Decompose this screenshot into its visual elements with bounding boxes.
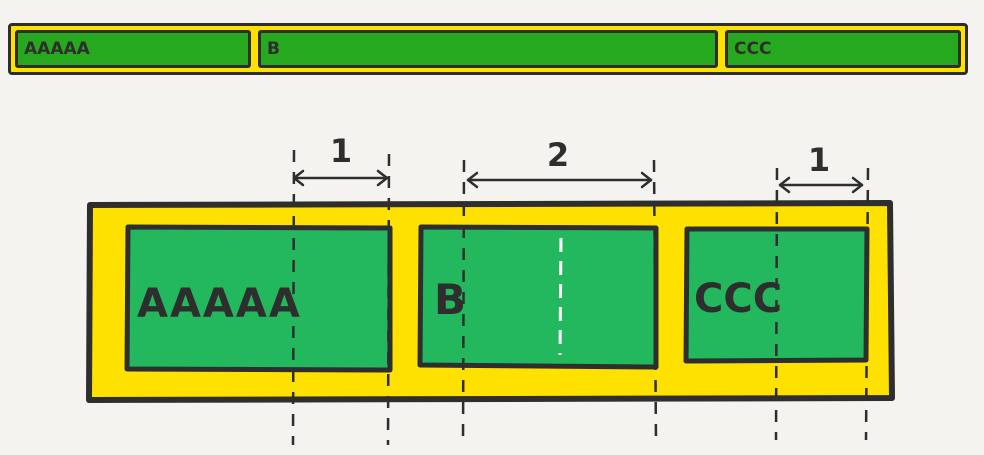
sketch-label-b: B [434, 275, 466, 324]
guide-line [386, 153, 391, 446]
grow-label-c: 1 [808, 141, 830, 179]
guide-line [652, 159, 658, 446]
grow-arrow-a [292, 169, 389, 187]
guide-line [291, 149, 296, 446]
sketch-item-ccc [683, 226, 870, 364]
grow-label-a: 1 [330, 132, 352, 170]
grow-arrow-b [466, 171, 653, 189]
flex-item-b: B [258, 30, 718, 68]
flex-item-label: AAAAA [24, 39, 90, 59]
guide-line [774, 167, 779, 441]
sketch-midline-b [558, 237, 563, 356]
sketch-item-aaaaa [124, 224, 393, 373]
grow-label-b: 2 [547, 136, 569, 174]
sketch-label-aaaaa: AAAAA [137, 281, 302, 327]
flex-item-label: B [267, 39, 280, 59]
guide-line [461, 159, 466, 446]
flex-item-aaaaa: AAAAA [15, 30, 251, 68]
guide-line [864, 167, 870, 441]
flex-container-demo: AAAAA B CCC [8, 23, 968, 75]
flex-item-label: CCC [734, 39, 772, 59]
flex-item-ccc: CCC [725, 30, 961, 68]
sketch-label-ccc: CCC [694, 276, 782, 322]
grow-arrow-c [778, 176, 864, 194]
